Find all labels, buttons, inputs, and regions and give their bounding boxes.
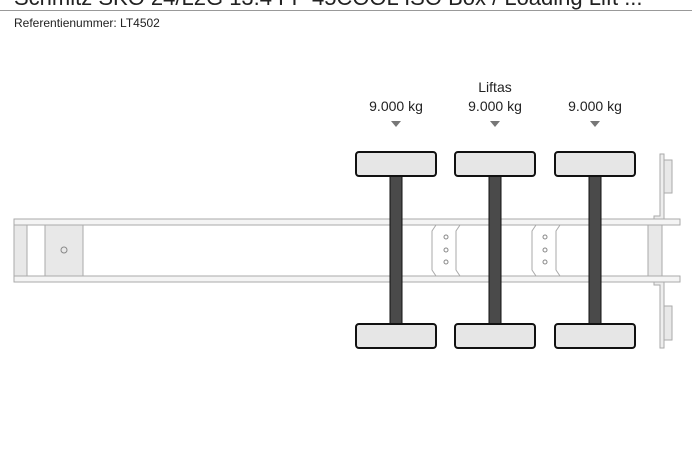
kingpin-plate (44, 224, 84, 277)
rear-bracket-bottom (653, 281, 665, 349)
axle-type-label: Liftas (478, 79, 511, 95)
rear-light-top (663, 159, 673, 194)
arrow-down-icon (590, 121, 600, 127)
bottom-rail (13, 275, 681, 283)
kingpin-icon (60, 246, 68, 254)
tire-bottom (454, 323, 536, 349)
rear-light-bottom (663, 305, 673, 341)
tire-top (554, 151, 636, 177)
axle-load-label: 9.000 kg (369, 98, 423, 114)
rear-end-block (647, 224, 663, 277)
front-end-block (13, 224, 28, 277)
arrow-down-icon (490, 121, 500, 127)
tire-top (355, 151, 437, 177)
axle-beam (389, 175, 403, 325)
chassis-frame (13, 153, 681, 349)
axle-beam (488, 175, 502, 325)
axle-load-label: 9.000 kg (568, 98, 622, 114)
arrow-down-icon (391, 121, 401, 127)
tire-bottom (554, 323, 636, 349)
title-divider (0, 10, 692, 11)
tire-top (454, 151, 536, 177)
page-title: Schmitz SKO 24/L2G 13.4 FP 45COOL ISO Bo… (14, 0, 643, 11)
axle-beam (588, 175, 602, 325)
cross-member (531, 224, 561, 277)
rear-bracket-top (653, 153, 665, 220)
cross-member (431, 224, 461, 277)
reference-number: Referentienummer: LT4502 (14, 16, 160, 30)
axle-load-label: 9.000 kg (468, 98, 522, 114)
top-rail (13, 218, 681, 226)
tire-bottom (355, 323, 437, 349)
